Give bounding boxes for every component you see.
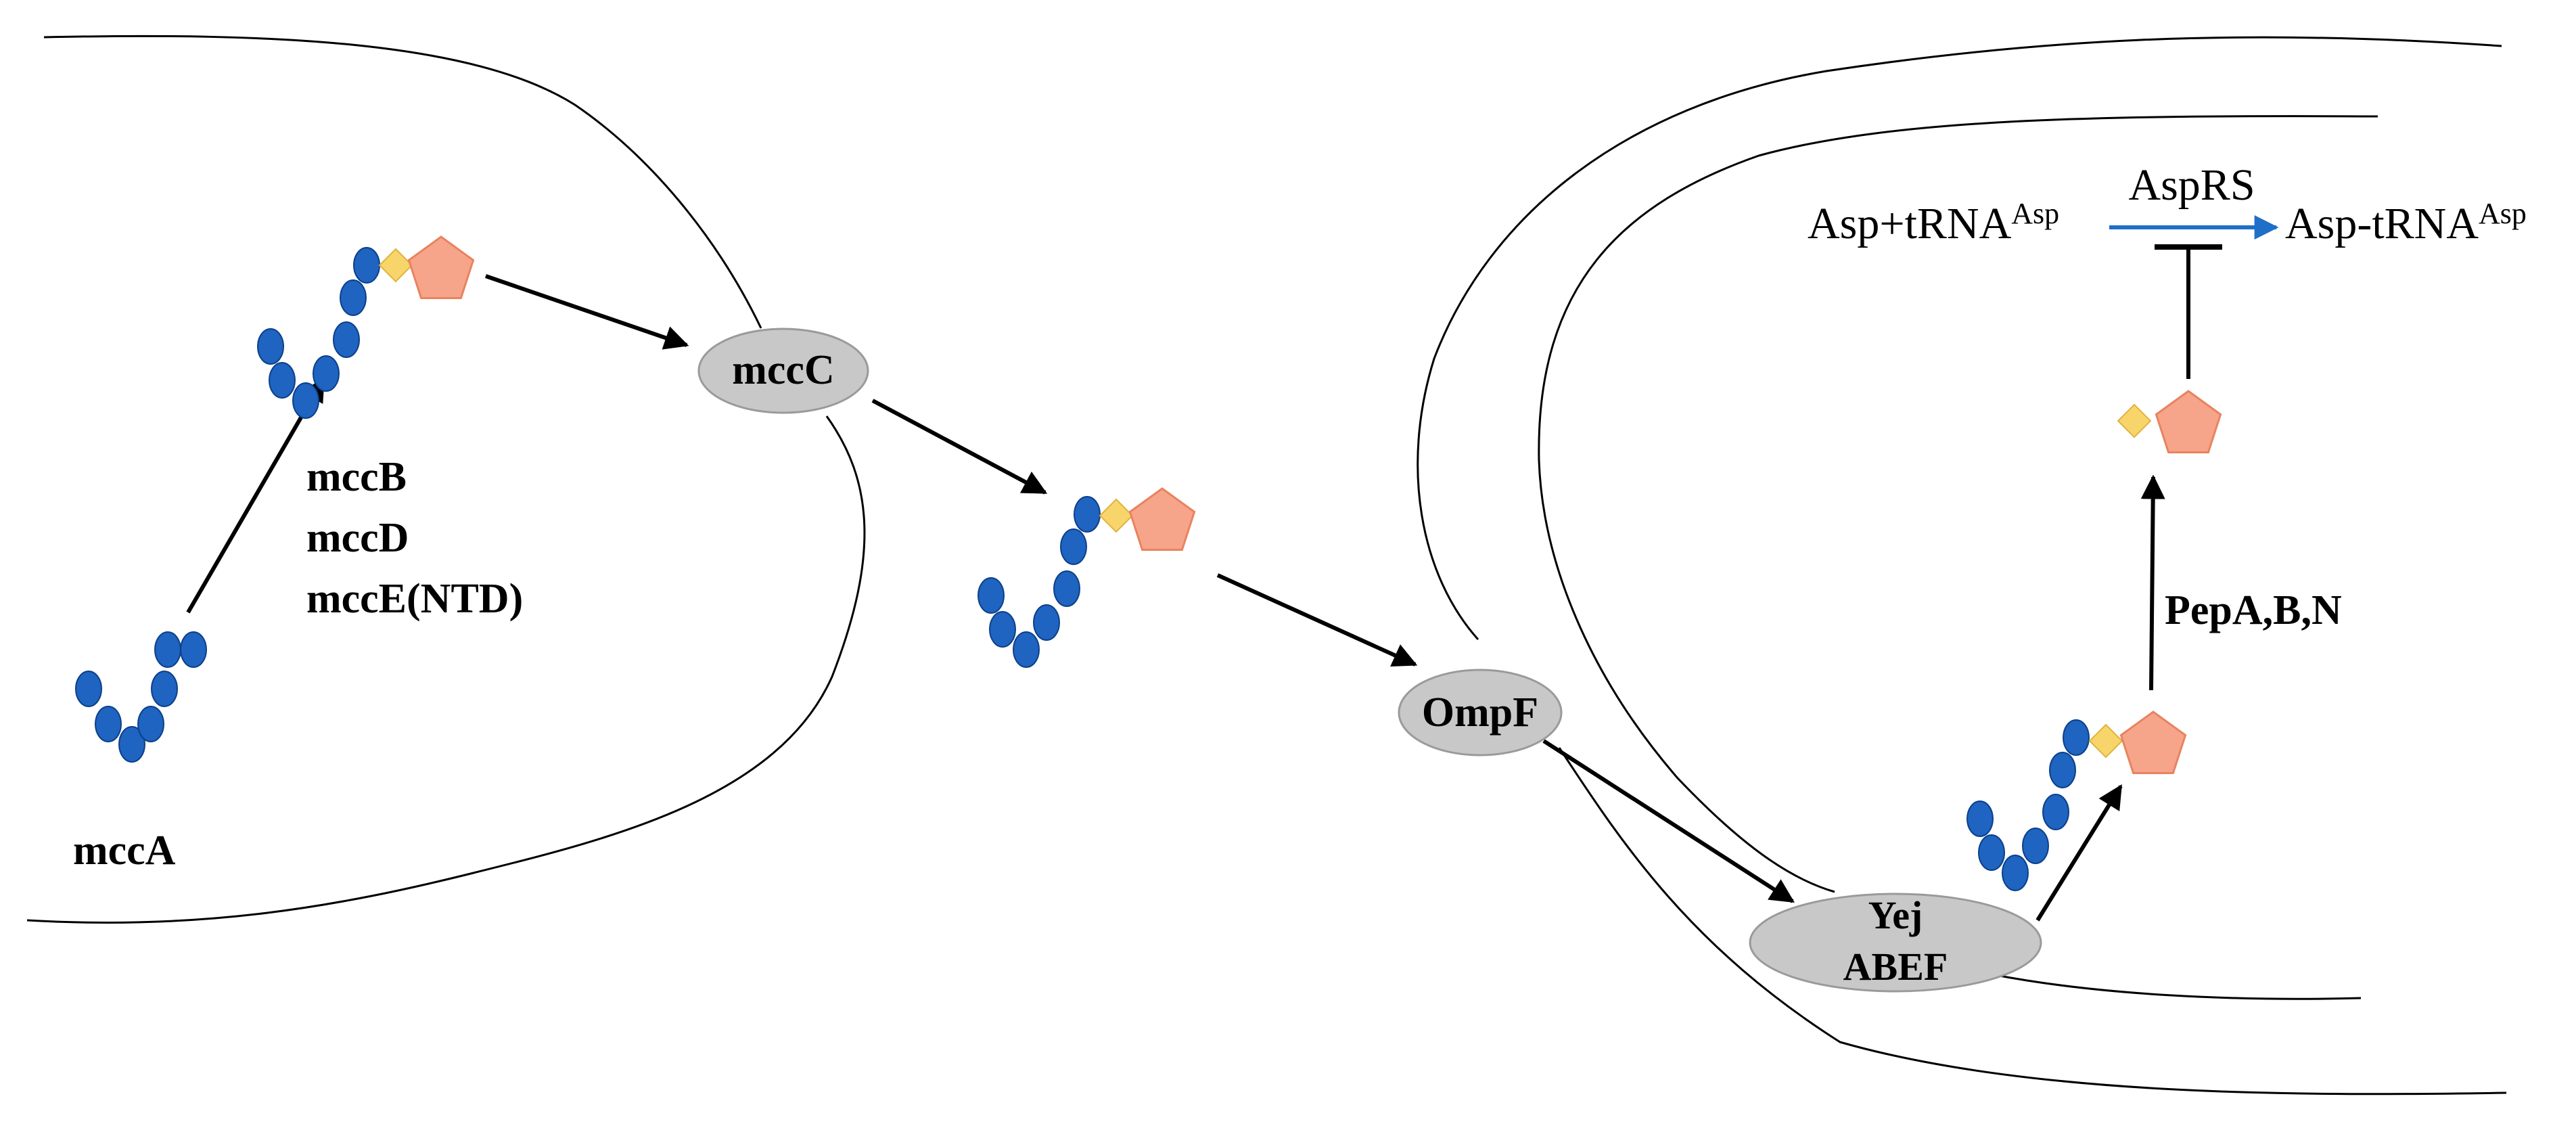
arrow-mccA-to-modified (186, 376, 325, 614)
label-mccE: mccE(NTD) (306, 576, 523, 622)
residue-7 (180, 631, 207, 668)
OmpF-porin (1398, 669, 1563, 757)
label-mccB: mccB (306, 454, 407, 500)
label-mccC: mccC (732, 347, 834, 393)
arrow-OmpF-to-Yej (1542, 739, 1795, 903)
residue-1 (2063, 719, 2090, 756)
residue-3 (333, 321, 360, 358)
residue-3 (1053, 570, 1080, 607)
processed-warhead (2117, 390, 2222, 453)
product-main-text: Asp-tRNA (2285, 199, 2479, 248)
residue-7 (257, 328, 284, 365)
residue-4 (313, 355, 340, 392)
arrow-to-OmpF (1216, 573, 1418, 667)
residue-6 (154, 631, 181, 668)
nucleotide-pentagon (2155, 390, 2222, 453)
mcca-modified-molecule (257, 235, 475, 419)
label-mccD: mccD (306, 515, 409, 561)
product-sup-text: Asp (2479, 197, 2527, 230)
mccC-transporter (697, 328, 869, 414)
residue-6 (269, 362, 296, 399)
label-substrate: Asp+tRNAAsp (1808, 197, 2059, 248)
target-inner-membrane (1538, 115, 2378, 1000)
residue-4 (2022, 828, 2049, 864)
label-asprs: AspRS (2128, 160, 2255, 210)
imported-mcca-molecule (1967, 710, 2187, 891)
residue-5 (151, 671, 178, 707)
label-product: Asp-tRNAAsp (2285, 197, 2527, 248)
substrate-sup-text: Asp (2011, 197, 2059, 230)
residue-3 (2042, 794, 2069, 830)
linker-diamond (378, 248, 413, 283)
arrow-Yej-to-cytoplasm (2036, 784, 2123, 922)
residue-5 (1013, 631, 1040, 668)
residue-5 (292, 382, 319, 419)
residue-7 (1967, 800, 1994, 837)
residue-4 (1033, 604, 1060, 641)
label-OmpF: OmpF (1422, 690, 1538, 736)
arrow-mccC-export (871, 399, 1048, 495)
residue-7 (978, 577, 1005, 614)
target-outer-membrane (1417, 36, 2507, 1096)
residue-3 (118, 726, 145, 763)
residue-4 (137, 706, 164, 742)
residue-1 (1074, 496, 1101, 533)
exported-mcca-molecule (978, 487, 1196, 668)
residue-6 (989, 611, 1016, 648)
residue-5 (2002, 855, 2029, 891)
residue-1 (353, 247, 380, 284)
YejABEF-transporter (1749, 893, 2042, 993)
arrow-processing (2140, 474, 2165, 691)
nucleotide-pentagon (407, 235, 475, 299)
nucleotide-pentagon (2119, 710, 2187, 774)
label-yej-line2: ABEF (1843, 945, 1948, 989)
linker-diamond (2088, 723, 2123, 759)
arrow-to-mccC (485, 274, 689, 350)
substrate-main-text: Asp+tRNA (1808, 199, 2012, 248)
residue-1 (75, 671, 102, 707)
label-mccA: mccA (73, 828, 176, 874)
mccA-peptide (75, 631, 207, 763)
producer-cell-membrane (26, 35, 866, 924)
label-pep-abn: PepA,B,N (2165, 587, 2342, 633)
nucleotide-pentagon (1128, 487, 1196, 551)
linker-diamond (1099, 498, 1134, 533)
linker-diamond (2117, 403, 2152, 438)
residue-2 (1060, 528, 1087, 565)
residue-2 (95, 706, 122, 742)
residue-2 (340, 279, 367, 316)
residue-2 (2049, 752, 2076, 788)
label-yej-line1: Yej (1868, 893, 1923, 937)
residue-6 (1978, 834, 2005, 871)
